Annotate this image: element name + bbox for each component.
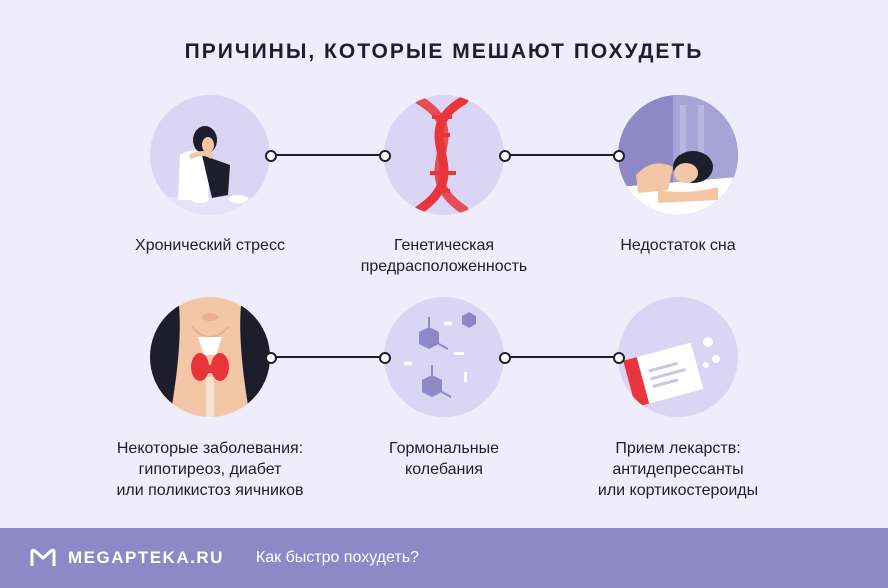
m-logo-icon: [30, 548, 56, 566]
connector-dot: [499, 150, 511, 162]
brand-logo[interactable]: MEGAPTEKA.RU: [30, 548, 224, 568]
brand-name: MEGAPTEKA.RU: [68, 548, 224, 567]
label-sleep: Недостаток сна: [620, 237, 736, 254]
stressed-person-icon: [150, 95, 270, 215]
connector-dot: [379, 150, 391, 162]
stress-circle: [150, 95, 270, 215]
connector-line: [270, 356, 384, 358]
connector-dot: [379, 352, 391, 364]
medication-icon: [618, 297, 738, 417]
footer-bar: MEGAPTEKA.RU Как быстро похудеть?: [0, 528, 888, 588]
connector-dot: [613, 352, 625, 364]
connector-line: [504, 154, 618, 156]
footer-tagline[interactable]: Как быстро похудеть?: [255, 549, 419, 566]
hormones-circle: [384, 297, 504, 417]
genetics-circle: [384, 95, 504, 215]
label-chronic-stress: Хронический стресс: [135, 237, 285, 254]
connector-line: [270, 154, 384, 156]
hormones-icon: [384, 297, 504, 417]
connector-dot: [265, 150, 277, 162]
sleep-circle: [618, 95, 738, 215]
connector-dot: [265, 352, 277, 364]
label-diseases: Некоторые заболевания: гипотиреоз, диабе…: [116, 440, 304, 499]
connector-dot: [499, 352, 511, 364]
thyroid-icon: [150, 297, 270, 417]
label-medication: Прием лекарств: антидепрессанты или корт…: [597, 440, 759, 499]
disease-circle: [150, 297, 270, 417]
label-genetic: Генетическая предрасположенность: [360, 237, 528, 275]
connector-line: [504, 356, 618, 358]
sleeping-person-icon: [618, 95, 738, 215]
dna-icon: [384, 95, 504, 215]
medication-circle: [618, 297, 738, 417]
page-title: ПРИЧИНЫ, КОТОРЫЕ МЕШАЮТ ПОХУДЕТЬ: [184, 40, 704, 63]
connector-dot: [613, 150, 625, 162]
label-hormones: Гормональные колебания: [389, 440, 499, 478]
